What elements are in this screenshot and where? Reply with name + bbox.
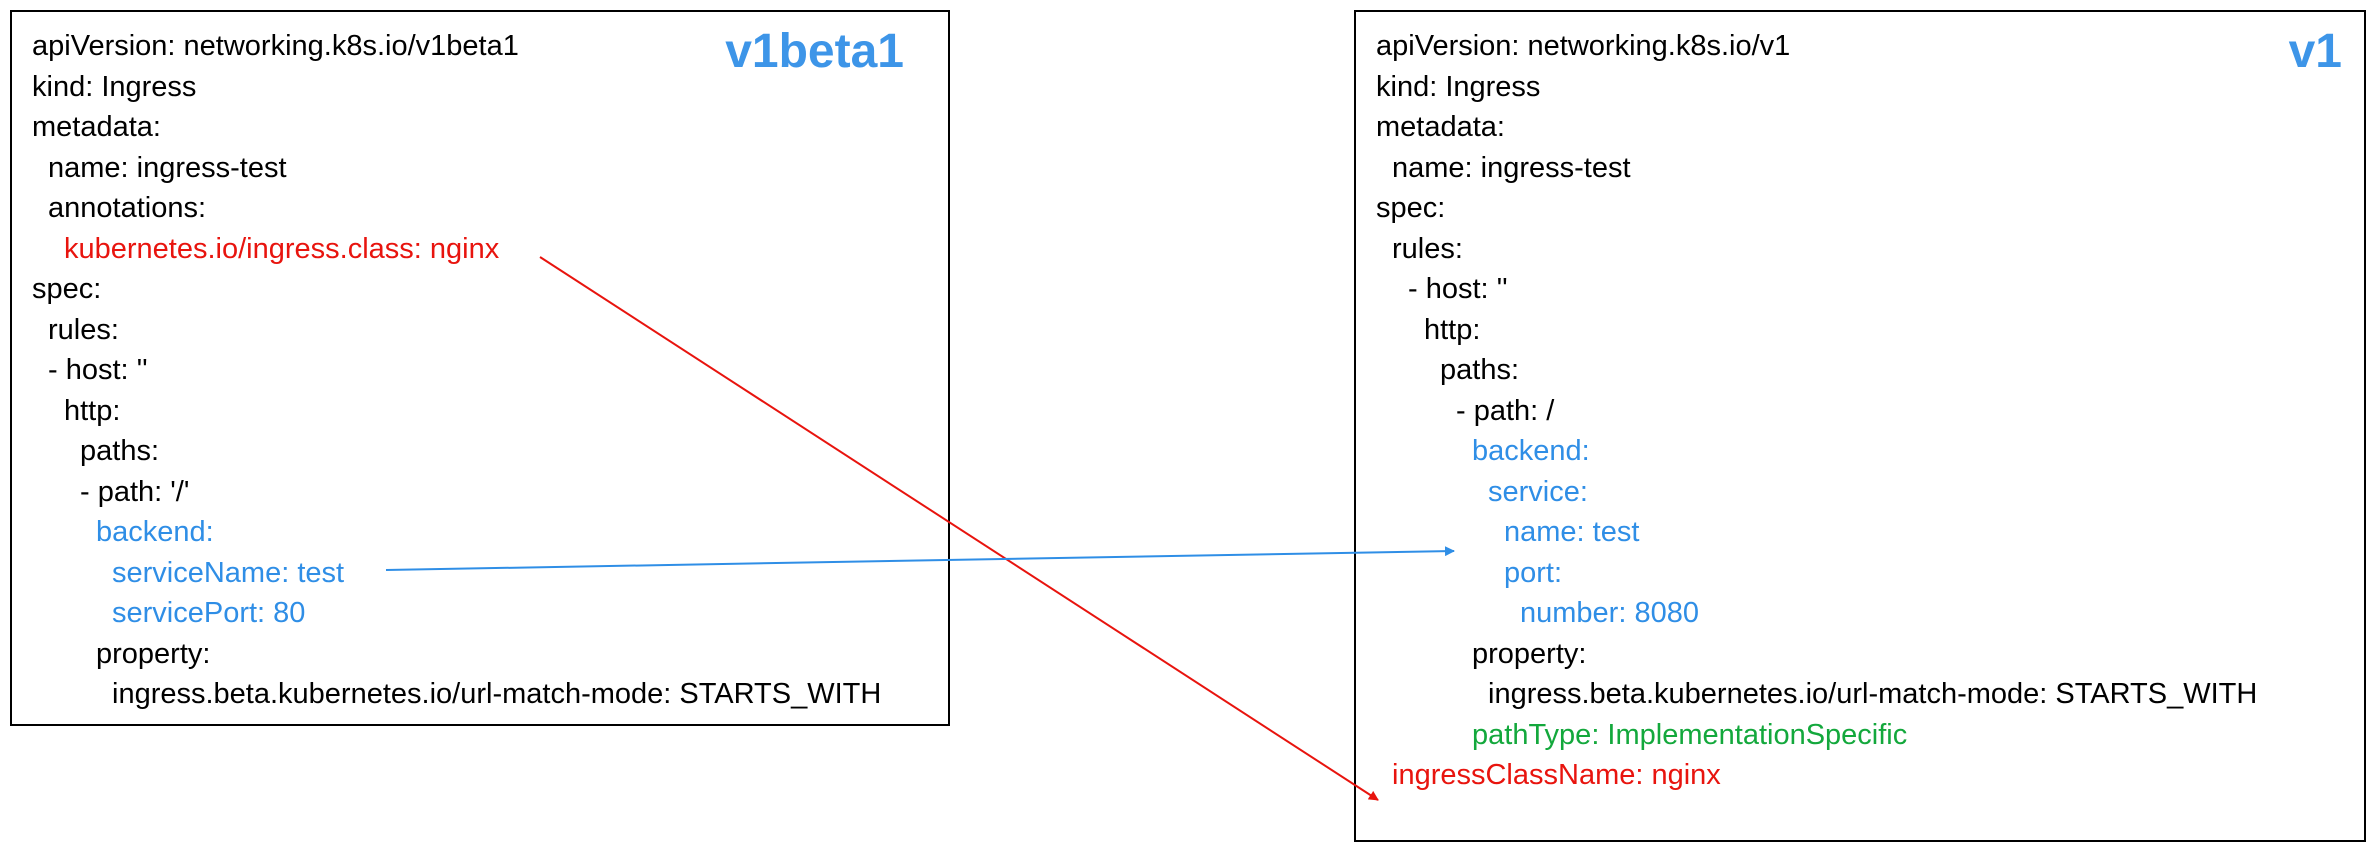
v1-yaml-line: spec: [1376,192,1446,224]
v1-yaml-line: number: 8080 [1520,597,1699,629]
v1beta1-yaml-line: annotations: [48,192,207,224]
v1beta1-yaml: apiVersion: networking.k8s.io/v1beta1 kin… [32,26,881,715]
v1-yaml-line: rules: [1392,232,1463,265]
v1beta1-yaml-line: kubernetes.io/ingress.class: nginx [64,232,500,265]
v1beta1-yaml-line: - host: '' [48,354,148,386]
v1-yaml-line: ingressClassName: nginx [1392,759,1721,791]
v1-yaml-line: paths: [1440,354,1519,386]
v1-yaml-line: - path: / [1456,394,1555,427]
v1-label: v1 [2288,25,2342,78]
v1-yaml-line: metadata: [1376,111,1505,143]
v1-yaml-line: pathType: ImplementationSpecific [1472,718,1908,751]
v1beta1-yaml-line: metadata: [32,111,161,143]
v1beta1-yaml-line: backend: [96,516,214,548]
v1-yaml-line: name: ingress-test [1392,151,1631,184]
v1-yaml-line: apiVersion: networking.k8s.io/v1 [1376,30,1791,62]
v1beta1-yaml-line: kind: Ingress [32,70,197,103]
v1-yaml-line: ingress.beta.kubernetes.io/url-match-mod… [1488,678,2258,710]
v1-panel: v1 apiVersion: networking.k8s.io/v1 kind:… [1354,10,2366,842]
v1-yaml-line: name: test [1504,516,1640,548]
v1-yaml-line: service: [1488,475,1588,508]
v1beta1-yaml-line: apiVersion: networking.k8s.io/v1beta1 [32,30,519,62]
v1-yaml-line: kind: Ingress [1376,70,1541,103]
v1beta1-label: v1beta1 [725,25,904,78]
v1-yaml-line: - host: '' [1408,273,1508,305]
v1beta1-yaml-line: http: [64,394,121,427]
ingress-class-arrow [539,256,1379,801]
v1-yaml-line: property: [1472,637,1587,670]
v1-yaml-line: http: [1424,313,1481,346]
v1beta1-yaml-line: spec: [32,273,102,305]
v1beta1-yaml-line: name: ingress-test [48,151,287,184]
v1beta1-yaml-line: rules: [48,313,119,346]
v1beta1-yaml-line: ingress.beta.kubernetes.io/url-match-mod… [112,678,882,710]
service-name-arrow [385,546,1455,571]
v1-yaml-line: port: [1504,556,1563,589]
v1beta1-yaml-line: property: [96,637,211,670]
v1beta1-yaml-line: serviceName: test [112,556,345,589]
v1-yaml: apiVersion: networking.k8s.io/v1 kind: In… [1376,26,2257,796]
v1beta1-yaml-line: servicePort: 80 [112,597,306,629]
v1-yaml-line: backend: [1472,435,1590,467]
v1beta1-yaml-line: paths: [80,435,159,467]
v1beta1-panel: v1beta1 apiVersion: networking.k8s.io/v1… [10,10,950,726]
v1beta1-yaml-line: - path: '/' [80,475,190,508]
